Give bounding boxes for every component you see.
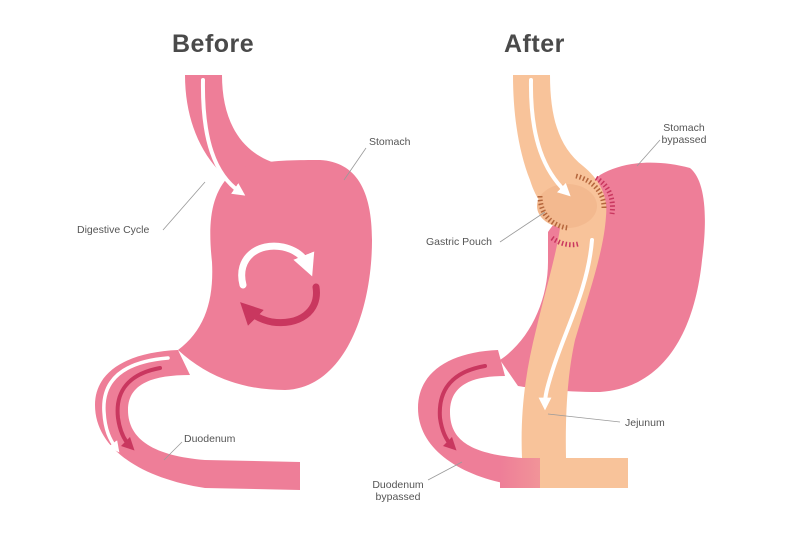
after-leader-lines [427, 139, 661, 481]
before-duodenum-arrow-white [102, 356, 170, 453]
after-jejunum-tail [540, 458, 628, 488]
digestive-cycle-arrow-pink [240, 283, 320, 327]
label-duodenum-bypassed-line2: bypassed [375, 491, 421, 503]
label-stomach-bypassed-line1: Stomach [663, 122, 705, 134]
after-title: After [504, 30, 565, 58]
before-duodenum [95, 350, 300, 490]
before-esophagus-arrow [200, 78, 246, 196]
staple-line-remnant-top [594, 175, 615, 215]
after-esophagus-arrow [528, 78, 571, 197]
before-title: Before [172, 30, 255, 58]
label-stomach: Stomach [369, 136, 411, 148]
gastric-pouch [537, 184, 597, 228]
before-duodenum-arrow-pink [115, 366, 162, 451]
label-jejunum: Jejunum [625, 417, 665, 429]
label-duodenum-bypassed-line1: Duodenum [372, 479, 424, 491]
before-stomach [95, 75, 372, 490]
after-bypass-route [513, 75, 607, 458]
label-stomach-bypassed-line2: bypassed [661, 134, 707, 146]
label-stomach-bypassed: Stomach bypassed [652, 122, 716, 146]
staple-line-pouch-left [537, 195, 569, 231]
after-stomach [418, 75, 705, 488]
label-duodenum: Duodenum [184, 433, 236, 445]
digestive-cycle-arrow-white [238, 242, 315, 289]
label-gastric-pouch: Gastric Pouch [426, 236, 492, 248]
staple-line-pouch-right [575, 173, 607, 209]
after-duodenum-arrow-pink [437, 364, 487, 451]
label-duodenum-bypassed: Duodenum bypassed [364, 479, 432, 503]
after-jejunum-arrow [538, 238, 594, 411]
before-leader-lines [162, 147, 367, 461]
before-stomach-body [178, 160, 372, 390]
label-digestive-cycle: Digestive Cycle [77, 224, 150, 236]
